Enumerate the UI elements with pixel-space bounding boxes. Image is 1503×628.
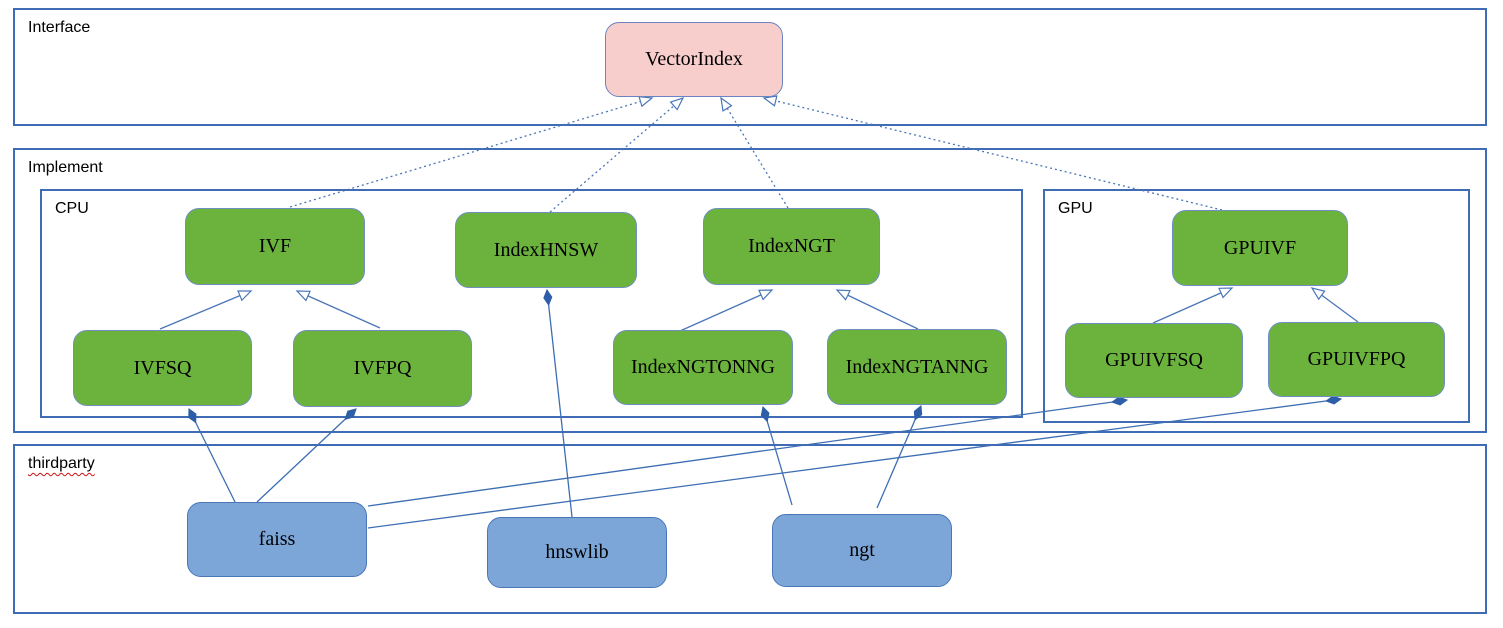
node-gpuivfsq-label: GPUIVFSQ xyxy=(1105,349,1203,371)
node-ivfpq[interactable]: IVFPQ xyxy=(293,330,472,407)
node-indexngt[interactable]: IndexNGT xyxy=(703,208,880,285)
node-ivfsq[interactable]: IVFSQ xyxy=(73,330,252,406)
node-gpuivf-label: GPUIVF xyxy=(1223,236,1297,259)
node-indexngtonng[interactable]: IndexNGTONNG xyxy=(613,330,793,405)
node-hnswlib-label: hnswlib xyxy=(545,541,609,563)
node-ivfpq-label: IVFPQ xyxy=(353,357,412,379)
gpu-container-label: GPU xyxy=(1058,200,1093,217)
node-vectorindex-label: VectorIndex xyxy=(645,48,743,70)
node-indexngtanng-label: IndexNGTANNG xyxy=(845,355,989,378)
thirdparty-container-label: thirdparty xyxy=(28,455,95,472)
node-indexhnsw-label: IndexHNSW xyxy=(493,238,599,261)
cpu-container-label: CPU xyxy=(55,200,89,217)
node-gpuivf[interactable]: GPUIVF xyxy=(1172,210,1348,286)
node-gpuivfpq[interactable]: GPUIVFPQ xyxy=(1268,322,1445,397)
node-hnswlib[interactable]: hnswlib xyxy=(487,517,667,588)
node-ivf-label: IVF xyxy=(258,235,292,257)
node-ivf[interactable]: IVF xyxy=(185,208,365,285)
node-indexngtanng[interactable]: IndexNGTANNG xyxy=(827,329,1007,405)
interface-container-label: Interface xyxy=(28,19,91,36)
implement-container-label: Implement xyxy=(28,159,103,176)
node-ivfsq-label: IVFSQ xyxy=(133,356,192,379)
node-gpuivfpq-label: GPUIVFPQ xyxy=(1307,348,1406,370)
node-faiss-label: faiss xyxy=(258,528,296,550)
node-vectorindex[interactable]: VectorIndex xyxy=(605,22,783,97)
node-ngt-label: ngt xyxy=(849,539,875,561)
node-indexhnsw[interactable]: IndexHNSW xyxy=(455,212,637,288)
node-indexngtonng-label: IndexNGTONNG xyxy=(630,356,776,378)
node-indexngt-label: IndexNGT xyxy=(748,235,835,257)
node-faiss[interactable]: faiss xyxy=(187,502,367,577)
node-gpuivfsq[interactable]: GPUIVFSQ xyxy=(1065,323,1243,398)
node-ngt[interactable]: ngt xyxy=(772,514,952,587)
